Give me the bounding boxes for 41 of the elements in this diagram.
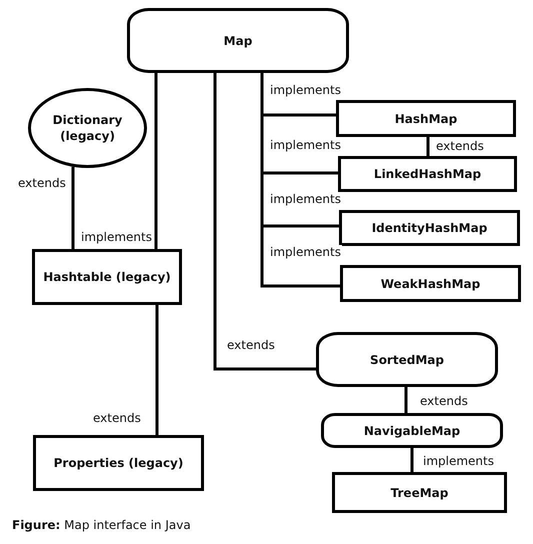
- class-box: [32, 249, 182, 305]
- type-name: SortedMap: [370, 352, 444, 368]
- type-name: HashMap: [394, 110, 458, 126]
- class-box: [338, 156, 517, 192]
- type-name: NavigableMap: [364, 422, 460, 438]
- type-name: LinkedHashMap: [374, 166, 482, 182]
- connector-line: [72, 166, 74, 249]
- connector-line: [154, 73, 158, 249]
- class-box: [340, 265, 521, 302]
- connector-line: [156, 305, 158, 435]
- type-name: IdentityHashMap: [372, 220, 488, 236]
- interface-box: [127, 8, 349, 73]
- type-name: Properties (legacy): [54, 455, 184, 471]
- edge-label: implements: [269, 192, 342, 206]
- class-box: [332, 472, 507, 513]
- edge-label: extends: [435, 139, 485, 153]
- connector-line: [410, 448, 414, 472]
- edge-label: extends: [419, 394, 469, 408]
- class-box: [336, 100, 516, 137]
- edge-label: implements: [269, 83, 342, 97]
- edge-label: extends: [226, 338, 276, 352]
- connector-line: [426, 137, 430, 156]
- class-box: [339, 210, 520, 246]
- edge-label: implements: [269, 245, 342, 259]
- type-name: WeakHashMap: [380, 276, 480, 292]
- type-name: Dictionary (legacy): [52, 112, 124, 144]
- type-name: Hashtable (legacy): [43, 269, 171, 285]
- edge-label: extends: [17, 176, 67, 190]
- edge-label: implements: [269, 138, 342, 152]
- type-name: Map: [224, 32, 252, 48]
- connector-line: [214, 73, 316, 370]
- edge-label: extends: [92, 411, 142, 425]
- class-box: [33, 435, 204, 491]
- connector-line: [260, 73, 340, 288]
- interface-box: [316, 332, 498, 387]
- interface-box: [321, 413, 503, 448]
- edge-label: implements: [80, 230, 153, 244]
- edge-label: implements: [422, 454, 495, 468]
- type-name: TreeMap: [390, 484, 448, 500]
- connector-line: [404, 387, 408, 413]
- figure-caption: Figure: Map interface in Java: [12, 517, 191, 533]
